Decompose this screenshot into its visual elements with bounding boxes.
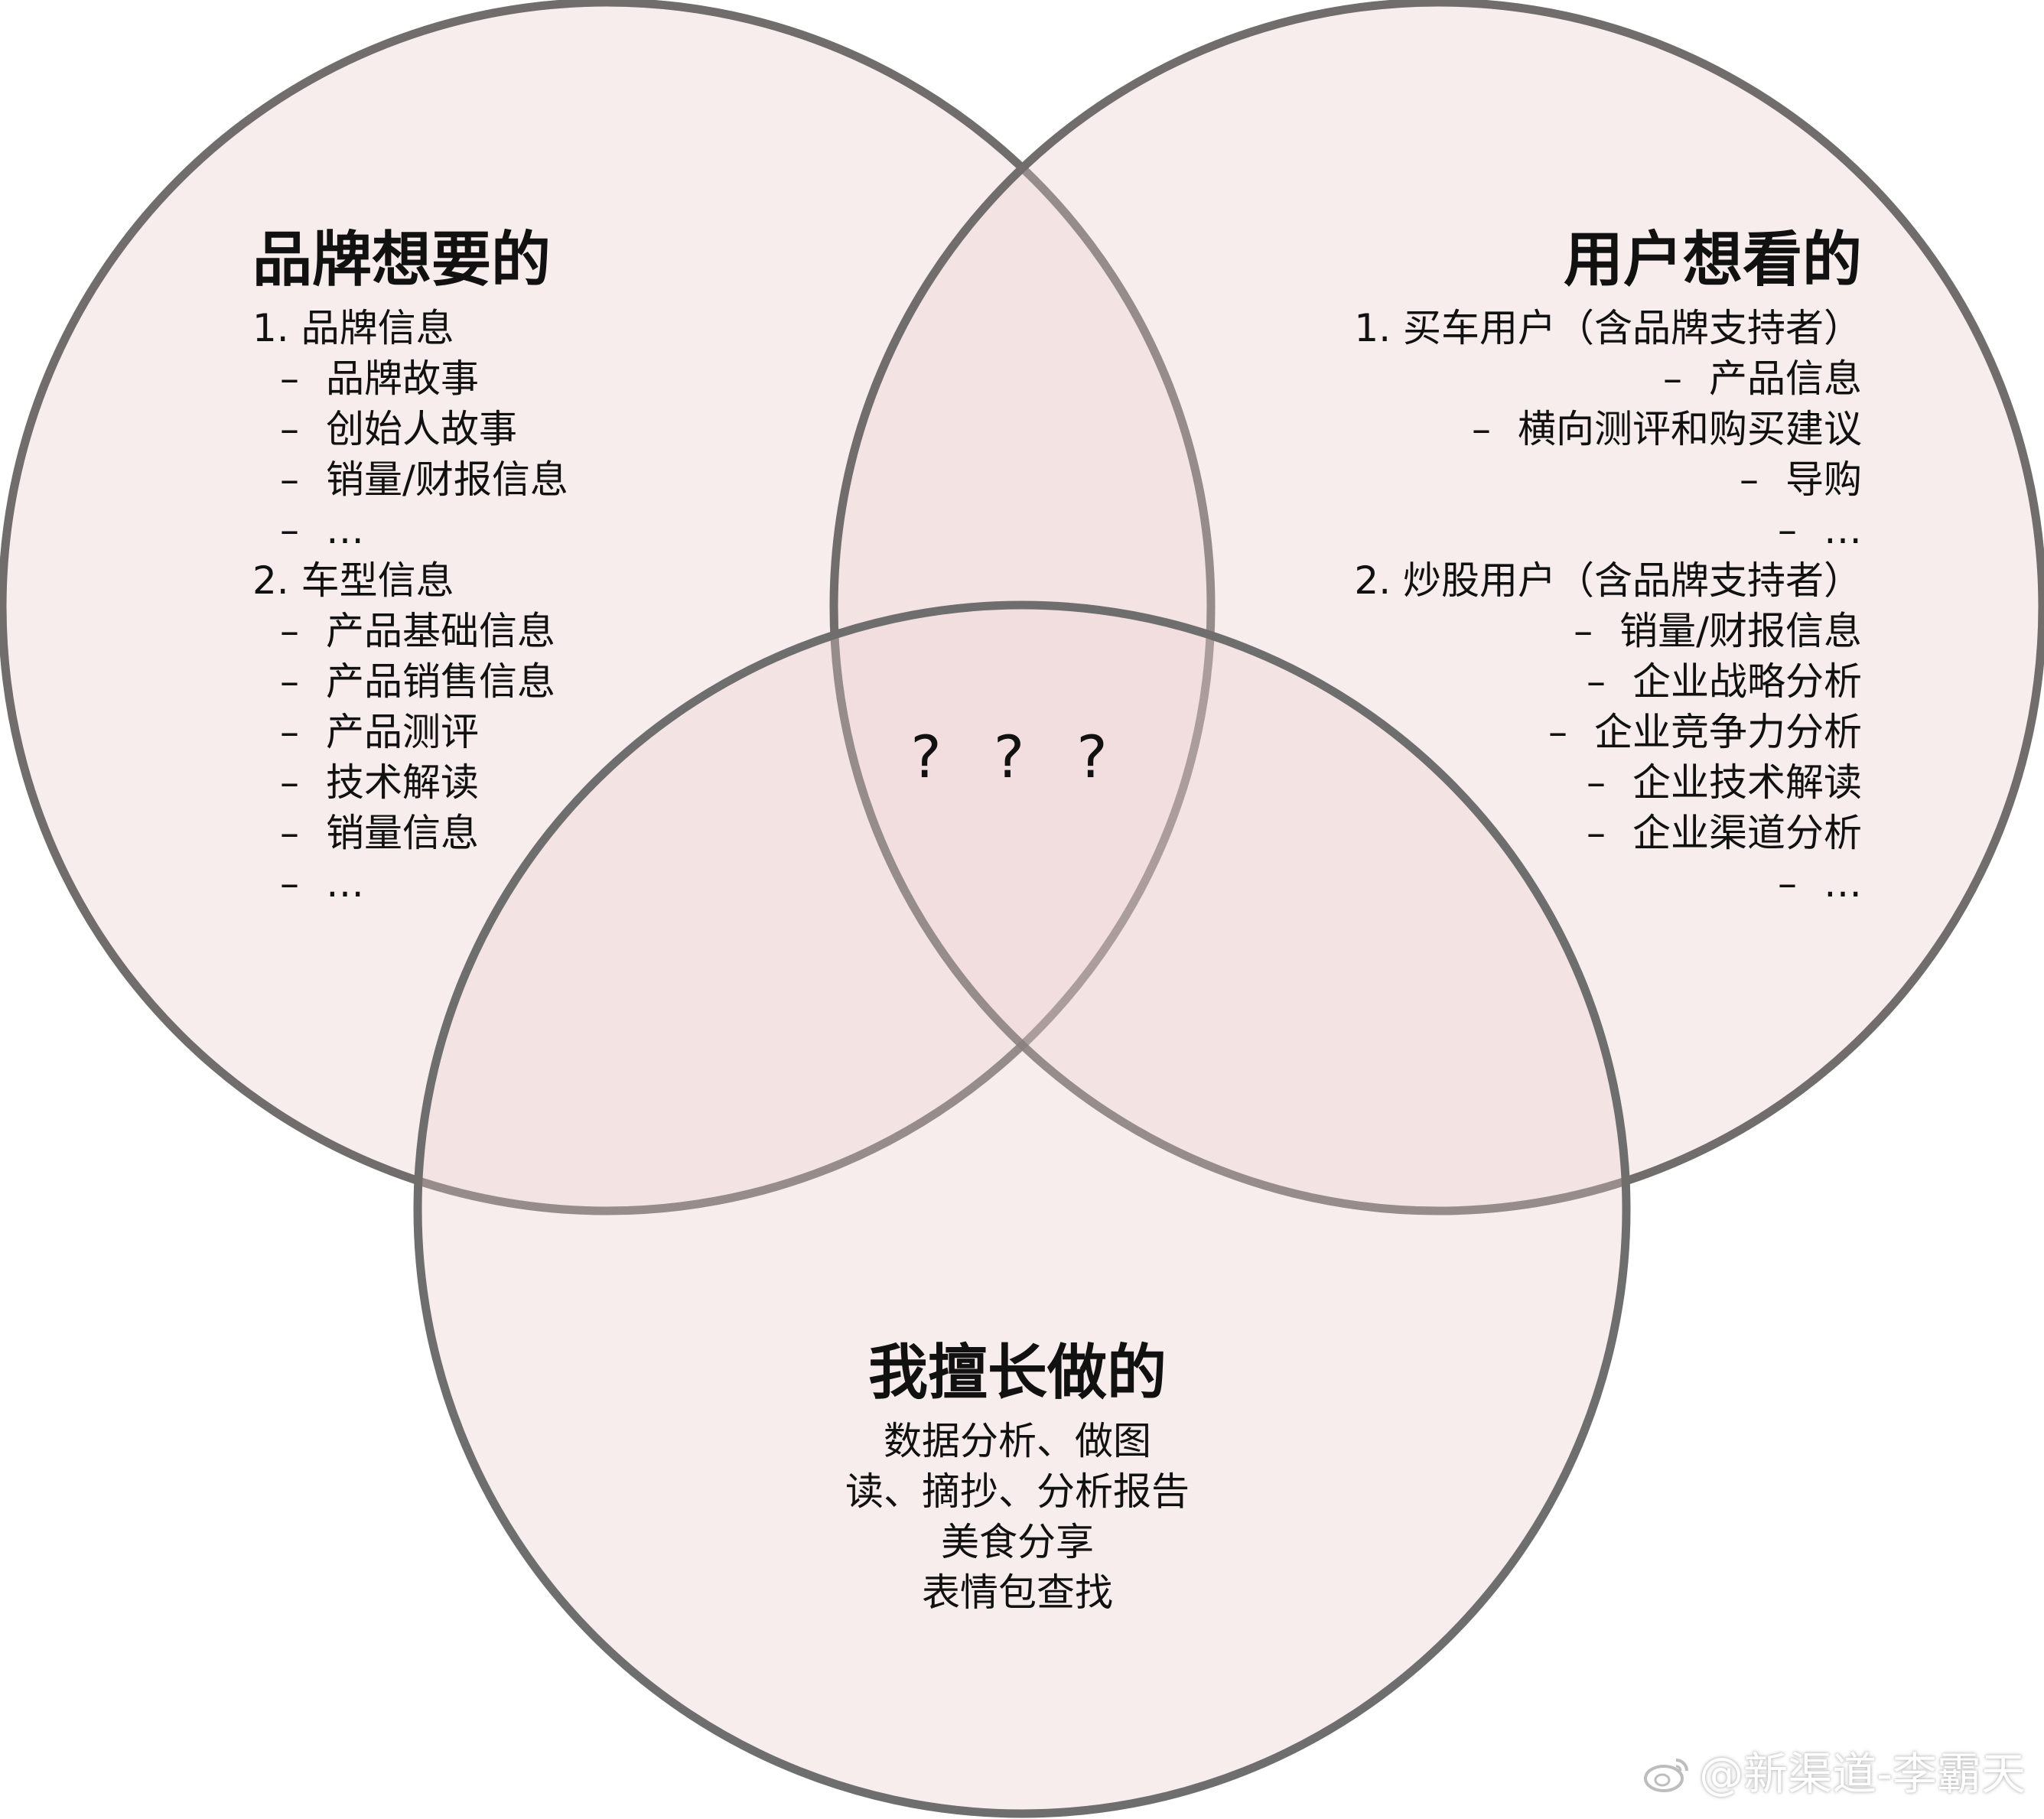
dash-bullet: – xyxy=(280,407,299,451)
list-item: –品牌故事 xyxy=(252,353,568,404)
list-item: 1. 买车用户（含品牌支持者） xyxy=(1354,303,1862,353)
brand-circle xyxy=(0,0,1216,1215)
list-item: 数据分析、做图 xyxy=(834,1416,1201,1466)
list-item: 2. 车型信息 xyxy=(252,555,568,606)
list-item: –导购 xyxy=(1354,454,1862,505)
list-item: 1. 品牌信息 xyxy=(252,303,568,353)
list-item: –… xyxy=(1354,505,1862,555)
list-item: –… xyxy=(252,505,568,555)
dash-bullet: – xyxy=(1574,609,1593,653)
dash-bullet: – xyxy=(1587,659,1606,704)
list-item-text: 销量信息 xyxy=(326,811,479,855)
watermark-text: @新渠道-李霸天 xyxy=(1699,1748,2026,1800)
list-item: –产品信息 xyxy=(1354,353,1862,404)
list-item-text: 产品信息 xyxy=(1709,356,1862,401)
dash-bullet: – xyxy=(1548,710,1567,754)
list-item-text: 创始人故事 xyxy=(326,407,517,451)
dash-bullet: – xyxy=(280,760,299,805)
list-item-text: 品牌故事 xyxy=(326,356,479,401)
list-item-text: 导购 xyxy=(1785,457,1862,502)
list-item: –企业竞争力分析 xyxy=(1354,707,1862,757)
list-item: –销量/财报信息 xyxy=(1354,606,1862,656)
dash-bullet: – xyxy=(280,508,299,552)
list-item: –企业技术解读 xyxy=(1354,757,1862,808)
list-item-text: … xyxy=(326,508,364,552)
list-item: –横向测评和购买建议 xyxy=(1354,404,1862,454)
list-item: –企业战略分析 xyxy=(1354,656,1862,707)
skills-title: 我擅长做的 xyxy=(867,1339,1167,1407)
list-item-text: 技术解读 xyxy=(326,760,479,805)
list-item-text: 2. 车型信息 xyxy=(252,558,454,603)
list-item: –企业渠道分析 xyxy=(1354,808,1862,858)
list-item-text: 数据分析、做图 xyxy=(884,1419,1151,1463)
dash-bullet: – xyxy=(1472,407,1491,451)
list-item: –产品基础信息 xyxy=(252,606,568,656)
list-item-text: 读、摘抄、分析报告 xyxy=(845,1469,1190,1514)
dash-bullet: – xyxy=(1587,760,1606,805)
user-circle xyxy=(829,0,2044,1215)
dash-bullet: – xyxy=(280,861,299,906)
skills-list: 数据分析、做图 读、摘抄、分析报告 美食分享 表情包查找 xyxy=(834,1416,1201,1618)
dash-bullet: – xyxy=(280,457,299,502)
list-item-text: … xyxy=(1824,861,1862,906)
list-item-text: 销量/财报信息 xyxy=(1619,609,1862,653)
user-wants-list: 1. 买车用户（含品牌支持者） –产品信息 –横向测评和购买建议 –导购 –… … xyxy=(1354,303,1862,909)
dash-bullet: – xyxy=(1778,508,1797,552)
list-item-text: 横向测评和购买建议 xyxy=(1518,407,1862,451)
list-item-text: 企业技术解读 xyxy=(1632,760,1862,805)
list-item: 2. 炒股用户（含品牌支持者） xyxy=(1354,555,1862,606)
skills-block: 我擅长做的 数据分析、做图 读、摘抄、分析报告 美食分享 表情包查找 xyxy=(834,1335,1201,1618)
list-item: –销量/财报信息 xyxy=(252,454,568,505)
list-item-text: 2. 炒股用户（含品牌支持者） xyxy=(1354,558,1862,603)
list-item: –产品销售信息 xyxy=(252,656,568,707)
brand-circle-outline-overlay xyxy=(0,0,1216,1215)
list-item-text: 企业竞争力分析 xyxy=(1594,710,1862,754)
brand-wants-block: 品牌想要的 1. 品牌信息 –品牌故事 –创始人故事 –销量/财报信息 –… 2… xyxy=(252,222,568,909)
list-item-text: … xyxy=(326,861,364,906)
list-item-text: 表情包查找 xyxy=(922,1570,1113,1615)
list-item-text: 销量/财报信息 xyxy=(326,457,568,502)
list-item: 读、摘抄、分析报告 xyxy=(834,1466,1201,1517)
list-item-text: 美食分享 xyxy=(941,1520,1094,1564)
dash-bullet: – xyxy=(280,811,299,855)
user-wants-title: 用户想看的 xyxy=(1563,226,1862,294)
list-item: 美食分享 xyxy=(834,1517,1201,1567)
list-item: 表情包查找 xyxy=(834,1567,1201,1618)
list-item-text: 产品测评 xyxy=(326,710,479,754)
dash-bullet: – xyxy=(280,710,299,754)
watermark: @新渠道-李霸天 xyxy=(1642,1738,2026,1802)
list-item-text: … xyxy=(1824,508,1862,552)
list-item: –创始人故事 xyxy=(252,404,568,454)
intersection-question-marks: ? ? ? xyxy=(910,723,1125,791)
list-item-text: 1. 买车用户（含品牌支持者） xyxy=(1354,306,1862,350)
list-item-text: 企业渠道分析 xyxy=(1632,811,1862,855)
dash-bullet: – xyxy=(1663,356,1682,401)
list-item: –销量信息 xyxy=(252,808,568,858)
dash-bullet: – xyxy=(1778,861,1797,906)
weibo-logo-icon xyxy=(1642,1748,1691,1800)
list-item-text: 产品基础信息 xyxy=(326,609,555,653)
dash-bullet: – xyxy=(280,609,299,653)
dash-bullet: – xyxy=(1587,811,1606,855)
user-wants-block: 用户想看的 1. 买车用户（含品牌支持者） –产品信息 –横向测评和购买建议 –… xyxy=(1354,222,1862,909)
list-item: –… xyxy=(1354,858,1862,909)
dash-bullet: – xyxy=(280,356,299,401)
list-item-text: 1. 品牌信息 xyxy=(252,306,454,350)
list-item: –… xyxy=(252,858,568,909)
list-item: –产品测评 xyxy=(252,707,568,757)
list-item-text: 企业战略分析 xyxy=(1632,659,1862,704)
dash-bullet: – xyxy=(1740,457,1759,502)
list-item: –技术解读 xyxy=(252,757,568,808)
brand-wants-title: 品牌想要的 xyxy=(252,226,552,294)
user-circle-outline-overlay xyxy=(829,0,2044,1215)
brand-wants-list: 1. 品牌信息 –品牌故事 –创始人故事 –销量/财报信息 –… 2. 车型信息… xyxy=(252,303,568,909)
skills-circle xyxy=(413,600,1631,1818)
dash-bullet: – xyxy=(280,659,299,704)
list-item-text: 产品销售信息 xyxy=(326,659,555,704)
